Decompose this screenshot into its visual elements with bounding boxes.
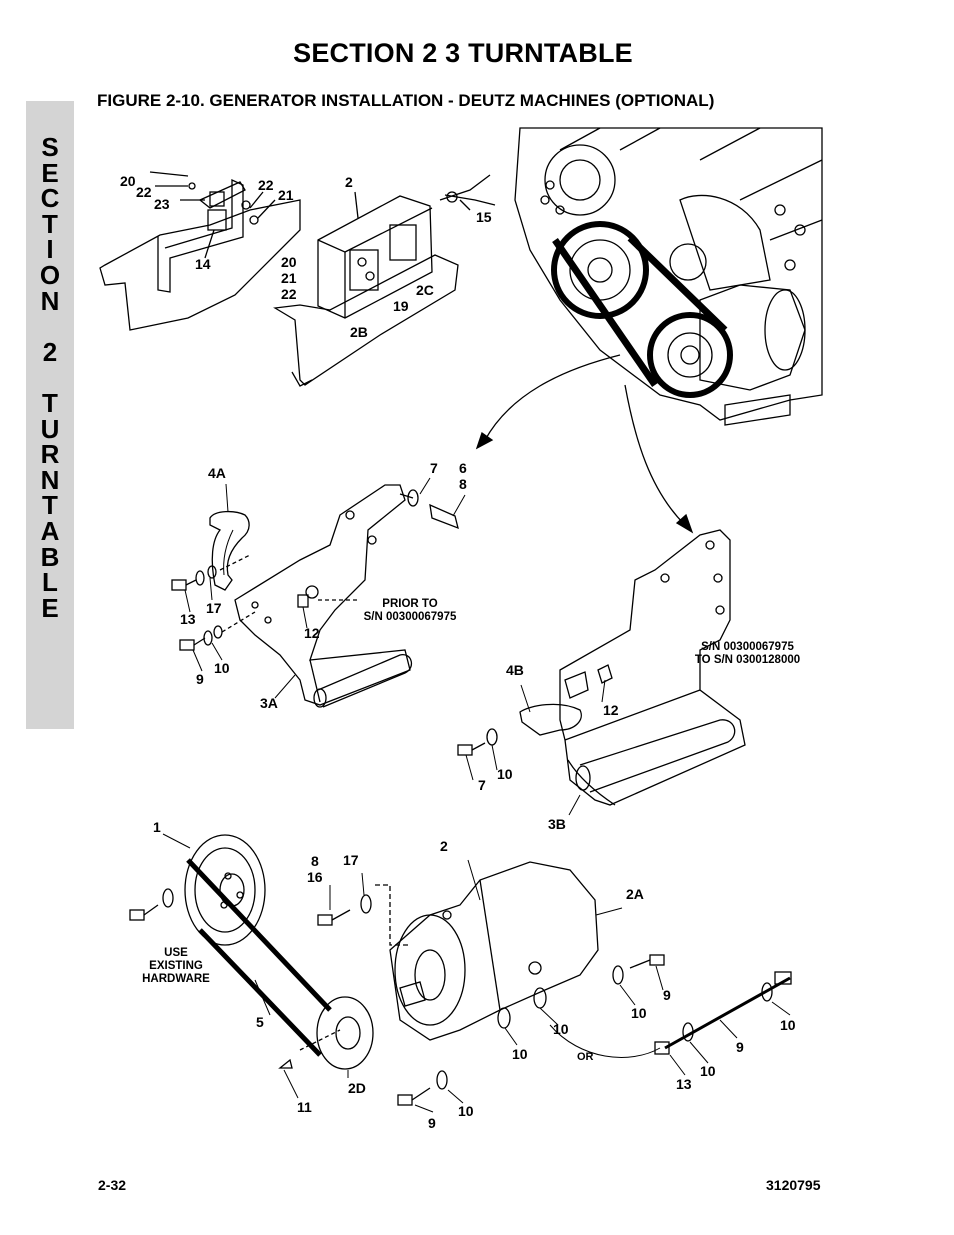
callout-7: 7 — [478, 777, 486, 793]
document-number: 3120795 — [766, 1177, 821, 1193]
side-tab-letter: T — [42, 387, 58, 418]
leader-lines — [162, 477, 791, 1113]
callout-4a: 4A — [208, 465, 226, 481]
callout-17: 17 — [206, 600, 222, 616]
side-tab-letter: I — [46, 234, 54, 265]
side-tab-letter: T — [42, 490, 58, 521]
section-title: SECTION 2 3 TURNTABLE — [293, 38, 633, 68]
callout-21: 21 — [281, 270, 297, 286]
callout-2b: 2B — [350, 324, 368, 340]
callout-17: 17 — [343, 852, 359, 868]
callout-9: 9 — [196, 671, 204, 687]
callout-10: 10 — [458, 1103, 474, 1119]
callout-2: 2 — [440, 838, 448, 854]
callout-11: 11 — [297, 1099, 312, 1115]
side-tab-letter: N — [40, 285, 60, 316]
callout-9: 9 — [663, 987, 671, 1003]
side-tab-letter: S — [41, 132, 59, 162]
callout-10: 10 — [631, 1005, 647, 1021]
callout-13: 13 — [676, 1076, 692, 1092]
callout-15: 15 — [476, 209, 492, 225]
callout-9: 9 — [736, 1039, 744, 1055]
side-tab-letter: U — [40, 413, 60, 444]
outlet-box-assembly — [273, 174, 496, 387]
callout-7: 7 — [430, 460, 438, 476]
serial-range-note: S/N 00300067975 TO S/N 0300128000 — [694, 641, 801, 666]
frame-relay-assembly — [99, 171, 301, 331]
use-existing-hardware-note: USE EXISTING HARDWARE — [142, 947, 210, 985]
callout-8: 8 — [459, 476, 467, 492]
side-tab-letter: T — [42, 208, 58, 239]
callout-3a: 3A — [260, 695, 278, 711]
side-tab-letter: R — [40, 439, 60, 470]
callout-5: 5 — [256, 1014, 264, 1030]
callout-4b: 4B — [506, 662, 524, 678]
callout-19: 19 — [393, 298, 409, 314]
side-tab-letter: E — [41, 157, 59, 188]
callout-22: 22 — [281, 286, 297, 302]
figure-title: FIGURE 2-10. GENERATOR INSTALLATION - DE… — [97, 91, 715, 110]
side-tab-letter: L — [42, 567, 58, 598]
callout-1: 1 — [153, 819, 161, 835]
callout-10: 10 — [214, 660, 230, 676]
callout-10: 10 — [497, 766, 513, 782]
callout-2: 2 — [345, 174, 353, 190]
callout-2d: 2D — [348, 1080, 366, 1096]
prior-to-serial-note: PRIOR TO S/N 00300067975 — [363, 598, 457, 623]
bracket-3a-assembly — [171, 484, 459, 708]
callout-14: 14 — [195, 256, 211, 272]
callout-2c: 2C — [416, 282, 434, 298]
callout-20: 20 — [120, 173, 136, 189]
callout-10: 10 — [780, 1017, 796, 1033]
callout-10: 10 — [700, 1063, 716, 1079]
bracket-3b-assembly — [457, 529, 746, 806]
side-tab-letter: E — [41, 592, 59, 623]
page-number: 2-32 — [98, 1177, 127, 1193]
callout-6: 6 — [459, 460, 467, 476]
callout-21: 21 — [278, 187, 294, 203]
callout-3b: 3B — [548, 816, 566, 832]
callout-9: 9 — [428, 1115, 436, 1131]
callout-2a: 2A — [626, 886, 644, 902]
engine-front-assembly — [514, 127, 823, 426]
pointer-arrows — [475, 354, 694, 534]
callout-12: 12 — [304, 625, 320, 641]
callout-10: 10 — [512, 1046, 528, 1062]
callout-22: 22 — [258, 177, 274, 193]
callout-or: OR — [577, 1051, 594, 1063]
side-tab-letter: O — [39, 259, 61, 290]
callout-20: 20 — [281, 254, 297, 270]
callout-8: 8 — [311, 853, 319, 869]
side-tab-letter: N — [40, 464, 60, 495]
side-tab-letter: A — [40, 515, 60, 546]
callout-10: 10 — [553, 1021, 569, 1037]
side-tab-letter: C — [40, 183, 60, 214]
callout-22: 22 — [136, 184, 152, 200]
callout-12: 12 — [603, 702, 619, 718]
side-tab-letter: 2 — [42, 336, 58, 367]
generator-drive-assembly — [129, 834, 792, 1106]
side-tab-letter: B — [40, 541, 60, 572]
callout-16: 16 — [307, 869, 323, 885]
callout-23: 23 — [154, 196, 170, 212]
callout-13: 13 — [180, 611, 196, 627]
